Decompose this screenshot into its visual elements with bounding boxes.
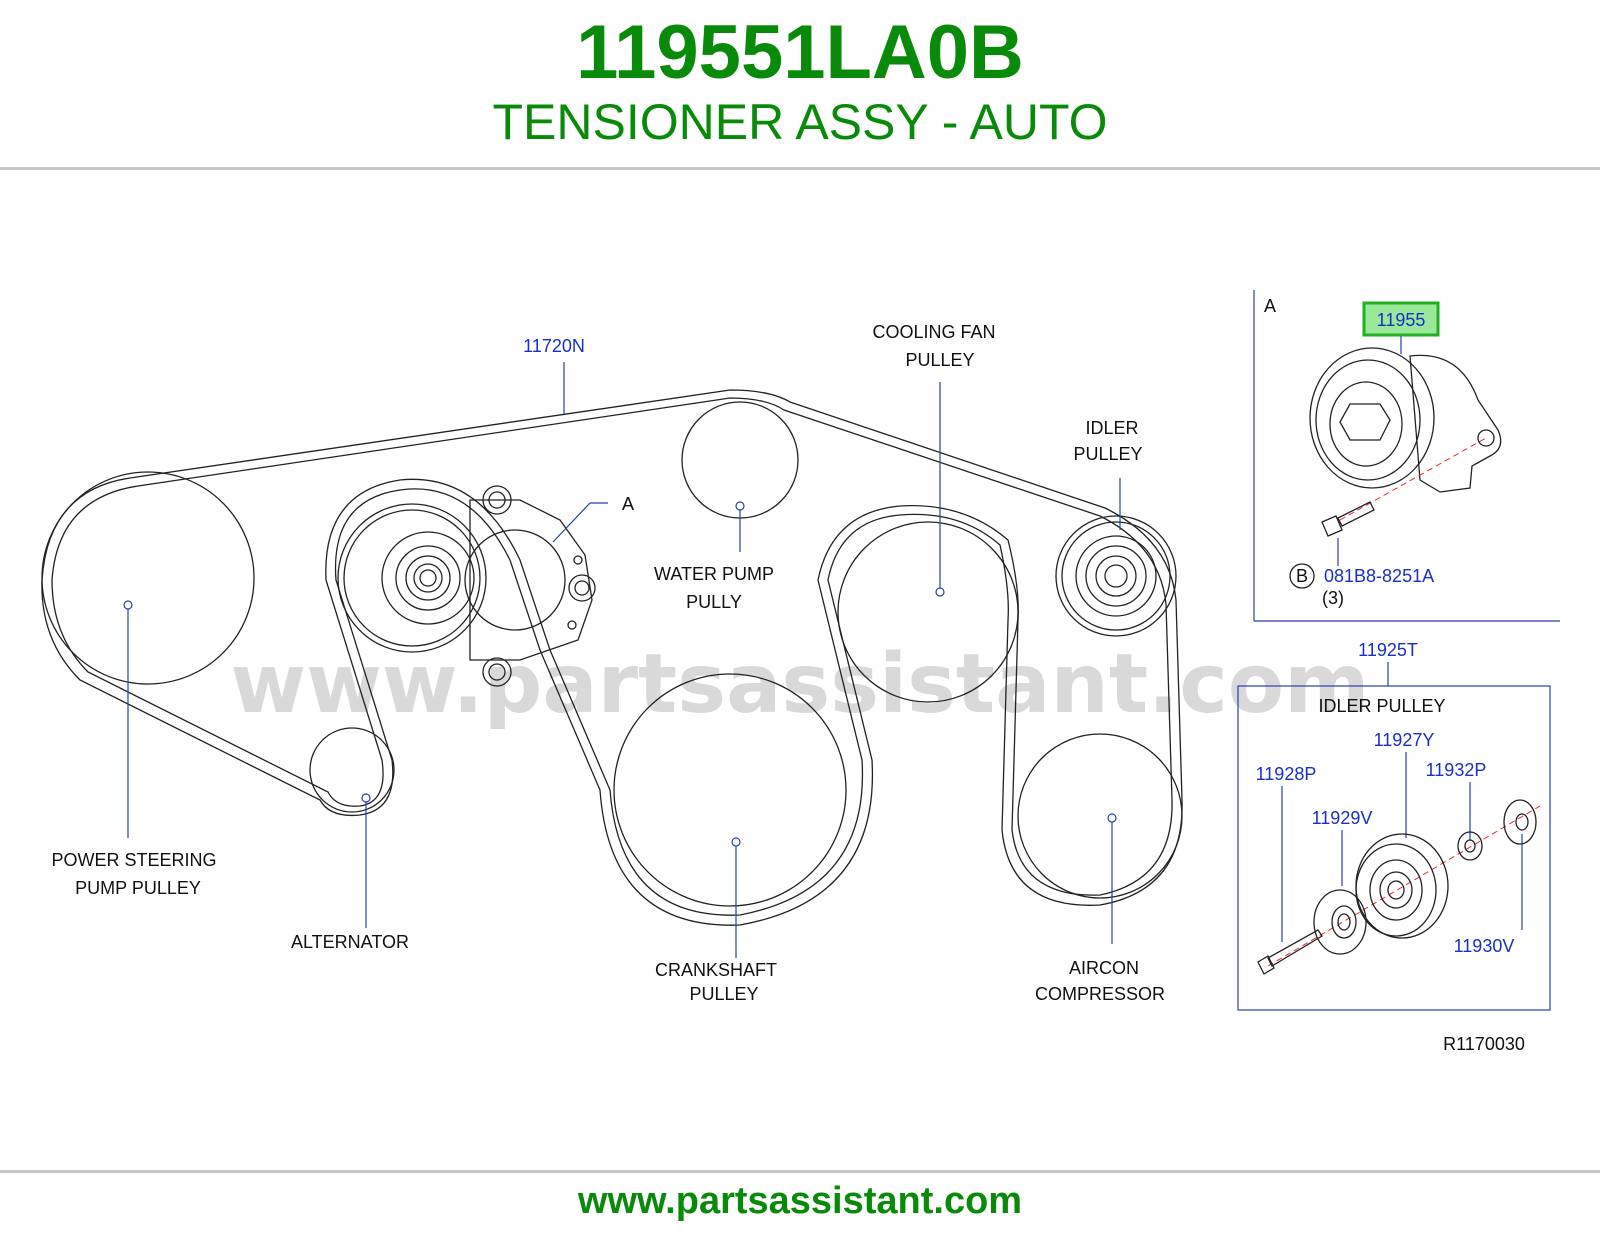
- aircon-center-dot: [1107, 813, 1117, 823]
- power-steering-label-1: POWER STEERING: [51, 850, 216, 870]
- idler-label-1: IDLER: [1085, 418, 1138, 438]
- alternator-pulley[interactable]: [309, 727, 395, 813]
- idler-label-2: PULLEY: [1073, 444, 1142, 464]
- cooling-fan-pulley[interactable]: [837, 521, 1019, 703]
- part-11927y-label[interactable]: 11927Y: [1374, 730, 1435, 750]
- bolt-part-label[interactable]: 081B8-8251A: [1324, 566, 1434, 586]
- crankshaft-pulley[interactable]: [613, 673, 847, 907]
- bolt-axis-line: [1339, 437, 1487, 521]
- idler-bolt-drawing[interactable]: [1257, 929, 1323, 975]
- part-11930v-label[interactable]: 11930V: [1454, 936, 1515, 956]
- power-steering-pulley[interactable]: [41, 471, 255, 685]
- footer-url[interactable]: www.partsassistant.com: [577, 1180, 1023, 1222]
- inset-a-title: A: [1264, 296, 1276, 316]
- view-a-marker: A: [622, 494, 634, 514]
- aircon-label-2: COMPRESSOR: [1035, 984, 1165, 1004]
- idler-box-title: IDLER PULLEY: [1318, 696, 1445, 716]
- water-pump-pulley[interactable]: [681, 401, 799, 519]
- cooling-fan-label-2: PULLEY: [905, 350, 974, 370]
- cooling-fan-label-1: COOLING FAN: [872, 322, 995, 342]
- view-a-leader: [552, 502, 591, 543]
- aircon-pulley[interactable]: [1017, 733, 1183, 899]
- idler-washer-drawing[interactable]: [1313, 889, 1367, 955]
- highlighted-part-box[interactable]: [1362, 301, 1440, 337]
- part-number-title: 119551LA0B: [576, 10, 1024, 95]
- idler-spacer-drawing[interactable]: [1457, 831, 1483, 861]
- footer-divider: [0, 1170, 1600, 1173]
- idler-pulley-inset-drawing[interactable]: [1355, 833, 1449, 939]
- idler-axis-line: [1267, 805, 1541, 967]
- cooling-fan-center-dot: [935, 587, 945, 597]
- page-header: 119551LA0B TENSIONER ASSY - AUTO: [0, 0, 1600, 168]
- tensioner-inset-drawing[interactable]: [1309, 347, 1502, 493]
- idler-pulley[interactable]: [1055, 515, 1177, 637]
- part-11928p-label[interactable]: 11928P: [1256, 764, 1317, 784]
- bolt-ref-circle: [1289, 563, 1315, 589]
- part-11929v-label[interactable]: 11929V: [1312, 808, 1373, 828]
- drive-belt-inner: [51, 397, 1173, 916]
- power-steering-label-2: PUMP PULLEY: [75, 878, 201, 898]
- header-divider: [0, 167, 1600, 170]
- bolt-quantity: (3): [1322, 588, 1344, 608]
- diagram-ref-code: R1170030: [1443, 1034, 1525, 1054]
- bolt-ref-letter: B: [1296, 566, 1308, 586]
- crankshaft-center-dot: [731, 837, 741, 847]
- water-pump-label-2: PULLY: [686, 592, 742, 612]
- water-pump-center-dot: [735, 501, 745, 511]
- aircon-label-1: AIRCON: [1069, 958, 1139, 978]
- water-pump-label-1: WATER PUMP: [654, 564, 774, 584]
- bolt-drawing[interactable]: [1321, 501, 1375, 537]
- part-description: TENSIONER ASSY - AUTO: [492, 94, 1108, 150]
- belt-part-label[interactable]: 11720N: [523, 336, 585, 356]
- power-steering-center-dot: [123, 600, 133, 610]
- crankshaft-label-2: PULLEY: [689, 984, 758, 1004]
- idler-end-washer-drawing[interactable]: [1503, 799, 1537, 845]
- highlighted-part-label[interactable]: 11955: [1377, 310, 1426, 330]
- alternator-label: ALTERNATOR: [291, 932, 409, 952]
- alternator-center-dot: [361, 793, 371, 803]
- drive-belt[interactable]: [41, 389, 1183, 926]
- idler-kit-box: [1237, 685, 1551, 1011]
- part-11932p-label[interactable]: 11932P: [1426, 760, 1487, 780]
- idler-kit-label[interactable]: 11925T: [1358, 640, 1418, 660]
- tensioner-assembly[interactable]: [337, 485, 596, 687]
- crankshaft-label-1: CRANKSHAFT: [655, 960, 777, 980]
